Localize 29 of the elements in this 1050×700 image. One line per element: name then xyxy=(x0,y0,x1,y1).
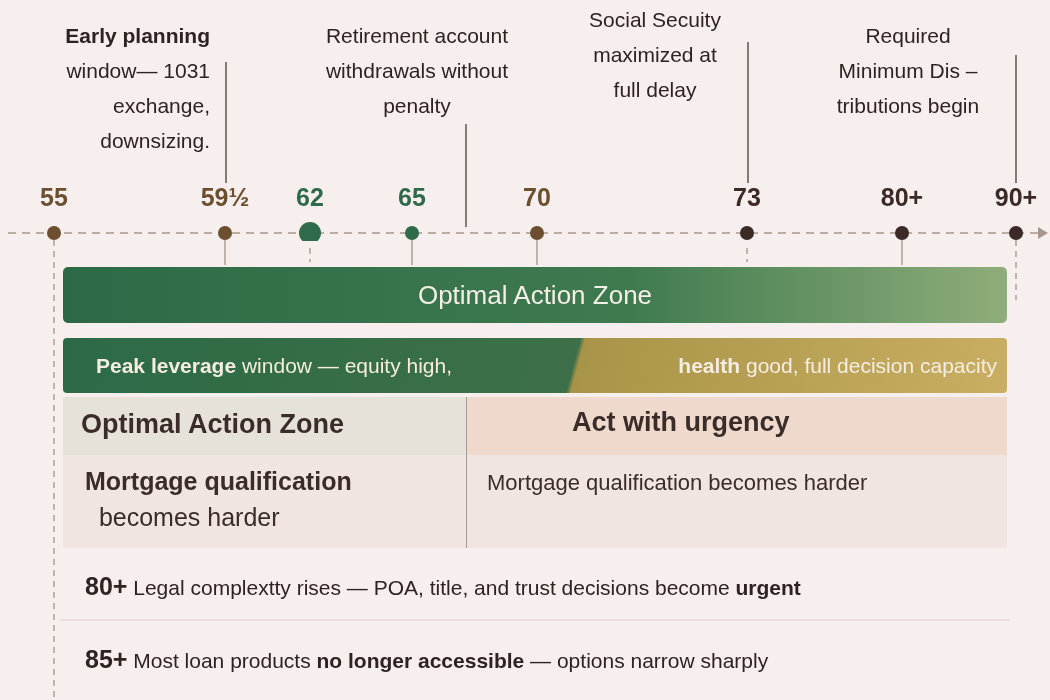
panel-heading: Act with urgency xyxy=(467,397,1007,455)
annotation-text: Early planning window— 1031 exchange, downsizing. xyxy=(64,23,210,154)
note-text: 85+ Most loan products no longer accessible — options narrow sharply xyxy=(85,645,769,674)
panel-text: Mortgage qualification becomes harder xyxy=(487,469,869,497)
age-label: 73 xyxy=(732,183,762,212)
leader-line xyxy=(225,61,227,184)
age-label: 90+ xyxy=(993,183,1039,212)
band-text: Peak leverage window — equity high, xyxy=(96,353,453,378)
band-title: Optimal Action Zone xyxy=(417,279,653,311)
age-label: 62 xyxy=(295,183,325,212)
age-label: 65 xyxy=(397,183,427,212)
zone-band xyxy=(63,267,1007,323)
annotation-text: Required Minimum Dis – tributions begin xyxy=(835,23,981,119)
leverage-band xyxy=(63,338,1007,393)
leader-line xyxy=(1015,54,1017,184)
leader-line xyxy=(465,123,467,228)
age-label: 70 xyxy=(522,183,552,212)
zone-panel xyxy=(63,397,466,548)
panel-heading: Optimal Action Zone xyxy=(63,397,466,455)
leader-line xyxy=(747,41,749,184)
age-label: 59½ xyxy=(199,183,251,212)
age-label: 55 xyxy=(39,183,69,212)
annotation-text: Retirement account withdrawals without penalty xyxy=(324,23,510,119)
note-text: 80+ Legal complextty rises — POA, title, and trust decisions become urgent xyxy=(85,572,801,601)
zone-panel xyxy=(466,397,1007,548)
age-label: 80+ xyxy=(879,183,925,212)
band-text: health good, full decision capacity xyxy=(678,353,997,378)
annotation-text: Social Secuity maximized at full delay xyxy=(588,7,722,103)
panel-text: Mortgage qualification becomes harder xyxy=(85,466,353,533)
